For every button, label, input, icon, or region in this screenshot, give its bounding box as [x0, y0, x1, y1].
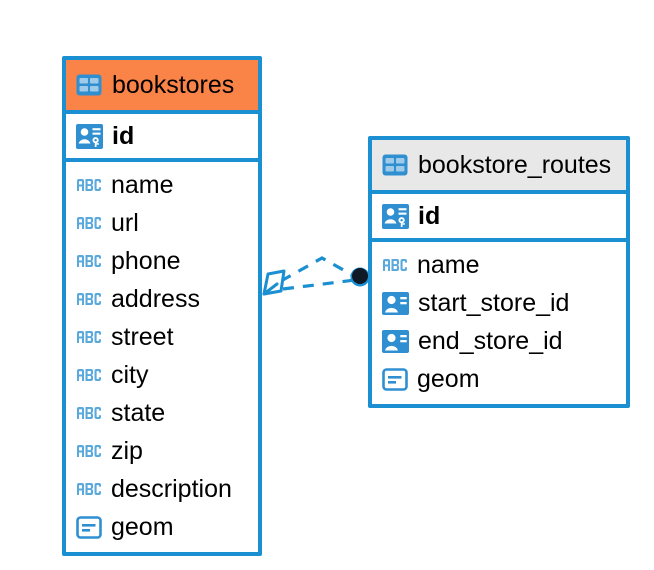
entity-header-bookstore-routes[interactable]: bookstore_routes — [372, 140, 626, 190]
header-divider — [372, 190, 626, 194]
field-row-url[interactable]: url — [66, 204, 258, 242]
field-row-id[interactable]: id — [372, 194, 626, 238]
field-label-name: name — [111, 170, 174, 199]
field-row-street[interactable]: street — [66, 318, 258, 356]
entity-name-bookstores: bookstores — [112, 70, 235, 99]
field-row-start-store-id[interactable]: start_store_id — [372, 284, 626, 322]
entity-header-bookstores[interactable]: bookstores — [66, 60, 258, 110]
field-row-id[interactable]: id — [66, 114, 258, 158]
abc-text-icon — [76, 444, 102, 458]
field-row-phone[interactable]: phone — [66, 242, 258, 280]
field-row-state[interactable]: state — [66, 394, 258, 432]
field-row-geom[interactable]: geom — [66, 508, 258, 546]
geometry-icon — [382, 367, 408, 391]
field-row-name[interactable]: name — [372, 246, 626, 284]
field-list-bookstore-routes: name start_store_id — [372, 242, 626, 404]
abc-text-icon — [76, 178, 102, 192]
entity-bookstore-routes[interactable]: bookstore_routes id — [368, 136, 630, 408]
abc-text-icon — [76, 368, 102, 382]
abc-text-icon — [76, 292, 102, 306]
entity-bookstores[interactable]: bookstores id — [62, 56, 262, 556]
abc-text-icon — [76, 254, 102, 268]
field-label-geom: geom — [111, 512, 174, 541]
relationship-line-upper — [280, 256, 357, 283]
field-label-url: url — [111, 208, 139, 237]
filled-circle-marker — [350, 267, 370, 287]
abc-text-icon — [76, 482, 102, 496]
abc-text-icon — [76, 216, 102, 230]
relationship-line-lower — [282, 278, 356, 291]
abc-text-icon — [76, 330, 102, 344]
field-label-state: state — [111, 398, 166, 427]
field-label-name: name — [417, 250, 480, 279]
field-row-description[interactable]: description — [66, 470, 258, 508]
field-label-end-store-id: end_store_id — [418, 326, 563, 355]
primary-key-divider — [66, 158, 258, 162]
table-icon — [382, 154, 408, 176]
abc-text-icon — [76, 406, 102, 420]
field-label-start-store-id: start_store_id — [418, 288, 570, 317]
abc-text-icon — [382, 258, 408, 272]
primary-key-icon — [382, 203, 409, 229]
primary-key-divider — [372, 238, 626, 242]
field-label-street: street — [111, 322, 174, 351]
field-label-city: city — [111, 360, 149, 389]
field-row-end-store-id[interactable]: end_store_id — [372, 322, 626, 360]
foreign-key-icon — [382, 291, 409, 315]
open-diamond-marker — [262, 269, 286, 296]
primary-key-icon — [76, 123, 103, 149]
field-row-address[interactable]: address — [66, 280, 258, 318]
field-label-description: description — [111, 474, 232, 503]
field-label-zip: zip — [111, 436, 143, 465]
field-row-name[interactable]: name — [66, 166, 258, 204]
field-row-city[interactable]: city — [66, 356, 258, 394]
field-label-geom: geom — [417, 364, 480, 393]
table-icon — [76, 74, 102, 96]
foreign-key-icon — [382, 329, 409, 353]
geometry-icon — [76, 515, 102, 539]
entity-name-bookstore-routes: bookstore_routes — [418, 150, 612, 179]
field-label-address: address — [111, 284, 200, 313]
field-label-id: id — [418, 201, 441, 230]
field-row-zip[interactable]: zip — [66, 432, 258, 470]
field-list-bookstores: name url — [66, 162, 258, 552]
header-divider — [66, 110, 258, 114]
field-row-geom[interactable]: geom — [372, 360, 626, 398]
field-label-phone: phone — [111, 246, 181, 275]
field-label-id: id — [112, 121, 135, 150]
